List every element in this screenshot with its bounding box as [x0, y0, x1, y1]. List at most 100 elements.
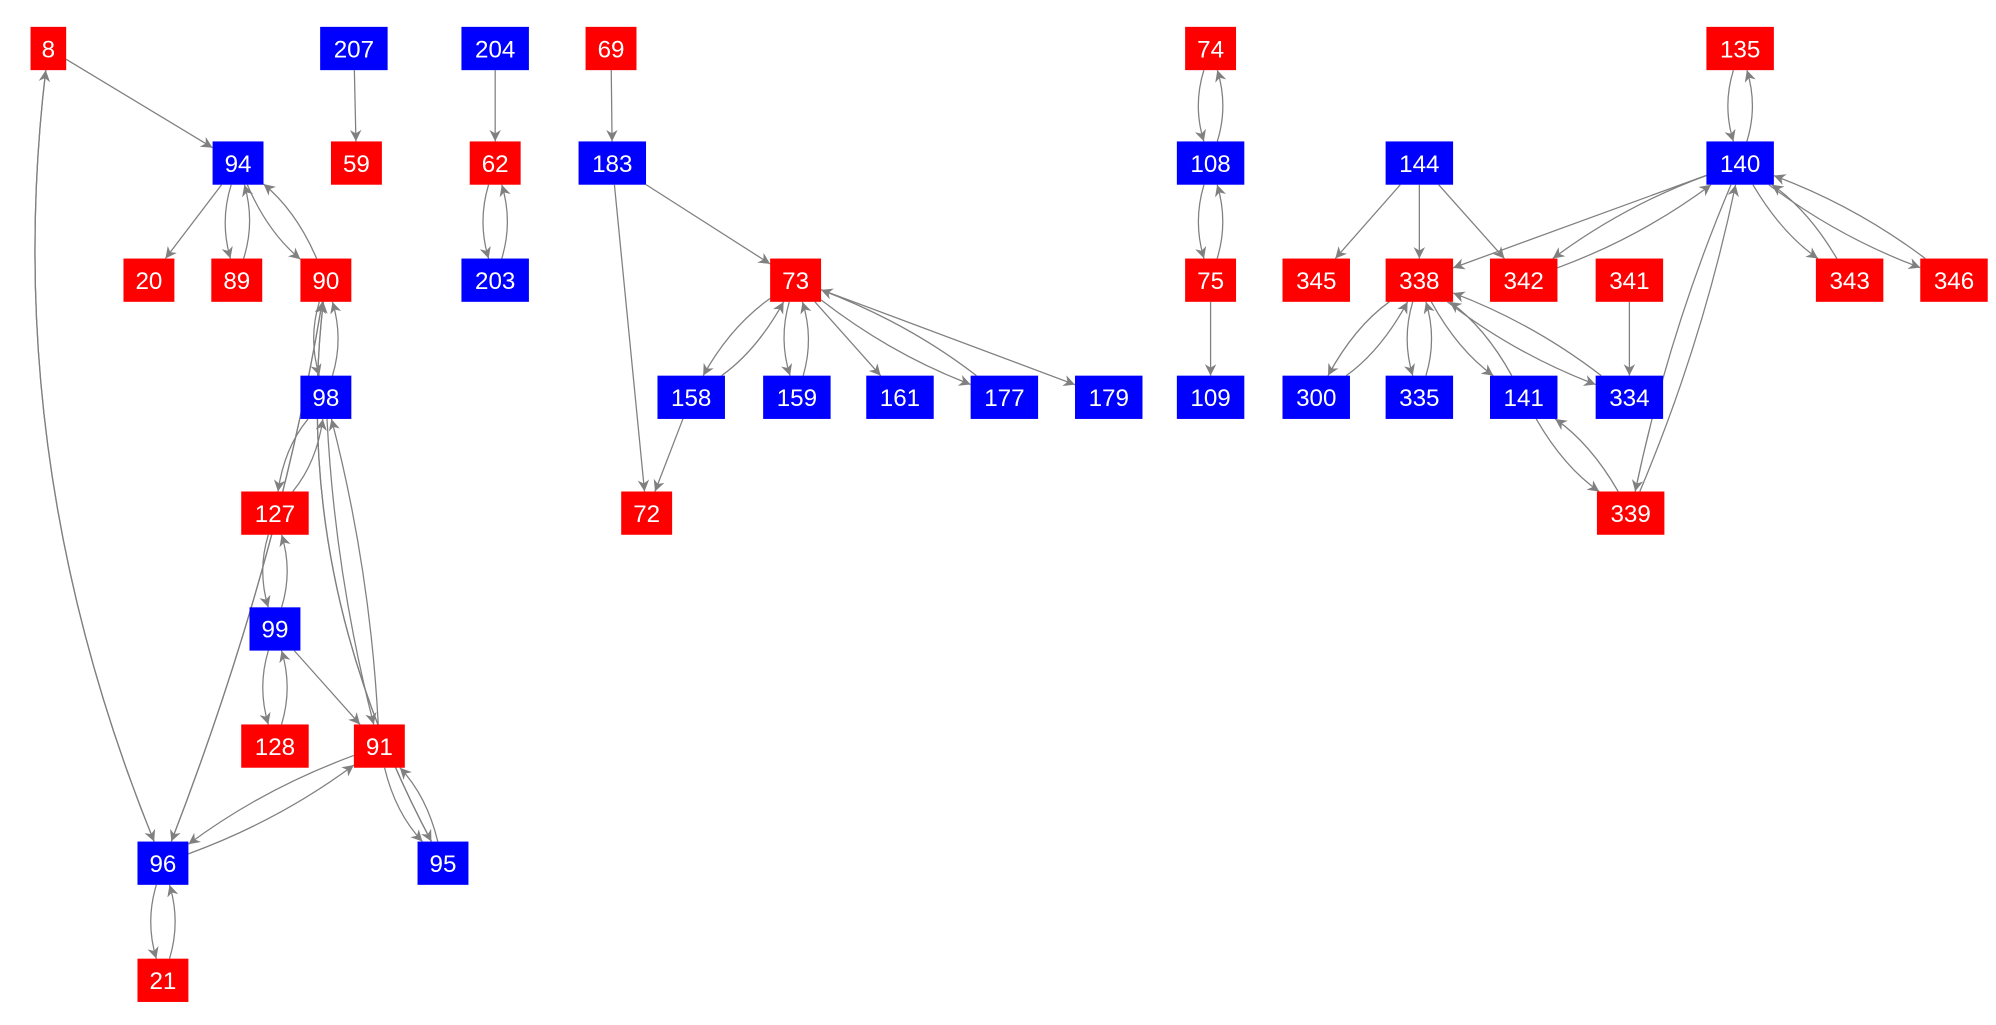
node-box	[1185, 26, 1237, 71]
node-59[interactable]: 59	[330, 141, 382, 185]
node-box	[211, 258, 263, 302]
node-345[interactable]: 345	[1282, 258, 1350, 302]
edge-128-to-99	[279, 650, 291, 725]
node-99[interactable]: 99	[249, 607, 301, 651]
node-label: 59	[343, 151, 370, 178]
node-109[interactable]: 109	[1176, 375, 1245, 419]
node-161[interactable]: 161	[866, 375, 934, 419]
node-8[interactable]: 8	[30, 26, 67, 71]
edge-94-to-89	[221, 184, 233, 259]
node-21[interactable]: 21	[137, 958, 189, 1002]
node-69[interactable]: 69	[585, 26, 637, 71]
edge-89-to-94	[242, 184, 254, 259]
node-box	[1920, 258, 1988, 302]
node-95[interactable]: 95	[417, 841, 469, 885]
node-108[interactable]: 108	[1176, 141, 1245, 185]
node-box	[300, 375, 352, 419]
edge-74-to-108	[1194, 69, 1206, 142]
edge-140-to-342	[1552, 174, 1707, 260]
node-140[interactable]: 140	[1706, 141, 1774, 185]
node-338[interactable]: 338	[1385, 258, 1454, 302]
node-box	[866, 375, 934, 419]
node-144[interactable]: 144	[1385, 141, 1454, 185]
node-box	[970, 375, 1039, 419]
node-box	[770, 258, 822, 302]
node-box	[1282, 258, 1350, 302]
node-203[interactable]: 203	[461, 258, 529, 302]
node-label: 89	[223, 268, 250, 295]
node-94[interactable]: 94	[212, 141, 264, 185]
node-label: 341	[1609, 268, 1649, 295]
node-346[interactable]: 346	[1920, 258, 1988, 302]
node-91[interactable]: 91	[353, 724, 405, 768]
node-label: 207	[334, 36, 374, 63]
node-98[interactable]: 98	[300, 375, 352, 419]
node-141[interactable]: 141	[1489, 375, 1558, 419]
edge-96-to-8	[34, 70, 155, 842]
node-label: 183	[592, 151, 632, 178]
node-box	[461, 26, 529, 71]
edge-69-to-183	[606, 70, 618, 142]
node-box	[1282, 375, 1350, 419]
node-207[interactable]: 207	[320, 26, 388, 71]
node-label: 300	[1296, 385, 1336, 412]
node-335[interactable]: 335	[1385, 375, 1454, 419]
edge-98-to-90	[330, 301, 342, 376]
edge-183-to-72	[613, 184, 650, 492]
node-73[interactable]: 73	[770, 258, 822, 302]
node-135[interactable]: 135	[1706, 26, 1774, 71]
edge-346-to-140	[1773, 174, 1926, 260]
node-343[interactable]: 343	[1815, 258, 1884, 302]
node-label: 108	[1190, 151, 1230, 178]
node-341[interactable]: 341	[1595, 258, 1664, 302]
node-177[interactable]: 177	[970, 375, 1039, 419]
node-62[interactable]: 62	[469, 141, 521, 185]
node-300[interactable]: 300	[1282, 375, 1350, 419]
node-334[interactable]: 334	[1595, 375, 1664, 419]
node-127[interactable]: 127	[241, 491, 309, 535]
node-204[interactable]: 204	[461, 26, 529, 71]
node-box	[353, 724, 405, 768]
edge-73-to-179	[820, 289, 1076, 387]
node-box	[330, 141, 382, 185]
edges-layer	[34, 58, 1926, 959]
edge-91-to-96	[188, 754, 355, 845]
node-342[interactable]: 342	[1489, 258, 1558, 302]
node-183[interactable]: 183	[578, 141, 647, 185]
node-20[interactable]: 20	[123, 258, 175, 302]
node-89[interactable]: 89	[211, 258, 263, 302]
node-label: 62	[482, 151, 509, 178]
node-75[interactable]: 75	[1185, 258, 1237, 302]
node-72[interactable]: 72	[621, 491, 673, 535]
node-159[interactable]: 159	[763, 375, 831, 419]
node-label: 73	[782, 268, 809, 295]
node-box	[1489, 258, 1558, 302]
node-339[interactable]: 339	[1596, 491, 1665, 535]
node-box	[123, 258, 175, 302]
node-74[interactable]: 74	[1185, 26, 1237, 71]
node-label: 338	[1399, 268, 1439, 295]
node-128[interactable]: 128	[241, 724, 309, 768]
node-label: 99	[262, 617, 289, 644]
node-179[interactable]: 179	[1075, 375, 1143, 419]
edge-144-to-345	[1334, 184, 1401, 259]
edge-127-to-98	[292, 418, 327, 492]
edge-73-to-158	[702, 297, 771, 376]
edge-339-to-141	[1554, 418, 1619, 492]
edge-140-to-346	[1768, 184, 1921, 270]
node-label: 20	[135, 268, 162, 295]
edge-99-to-91	[293, 650, 361, 725]
edge-338-to-141	[1430, 301, 1494, 377]
node-96[interactable]: 96	[137, 841, 189, 885]
node-90[interactable]: 90	[300, 258, 352, 302]
node-label: 74	[1197, 36, 1224, 63]
node-label: 346	[1934, 268, 1974, 295]
node-box	[657, 375, 725, 419]
edge-338-to-300	[1327, 301, 1390, 376]
node-label: 96	[149, 851, 176, 878]
edge-183-to-73	[645, 184, 771, 265]
node-158[interactable]: 158	[657, 375, 725, 419]
node-box	[1595, 375, 1664, 419]
node-box	[578, 141, 647, 185]
